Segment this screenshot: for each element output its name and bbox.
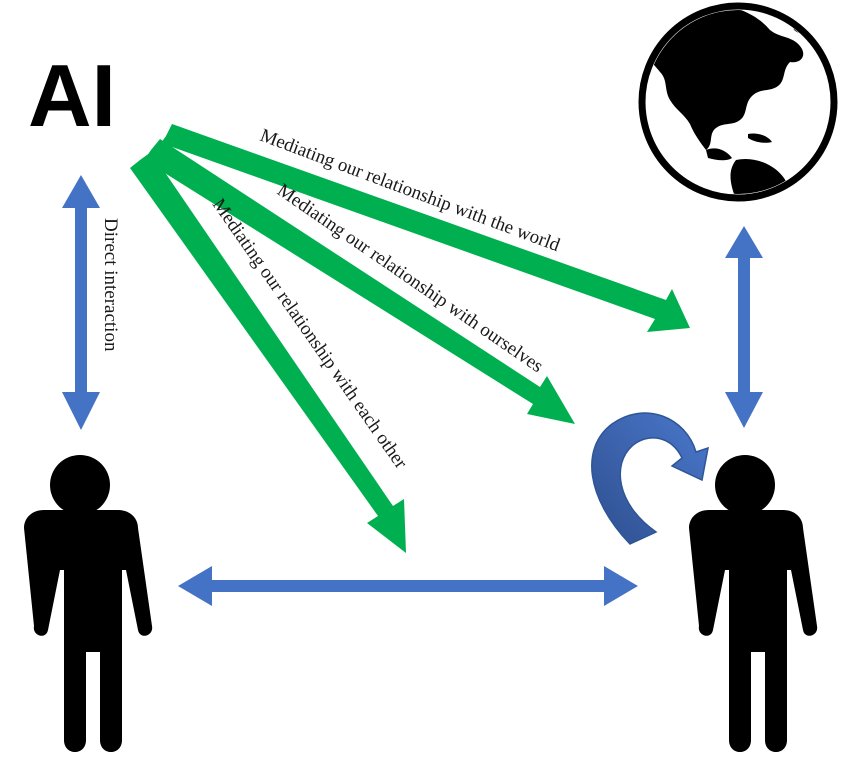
green-arrow-world [161, 124, 690, 332]
ai-label: AI [28, 46, 116, 145]
globe-icon [638, 2, 838, 202]
person-icon [24, 455, 153, 752]
person-icon [689, 455, 818, 752]
label-each-other: Mediating our relationship with each oth… [208, 195, 412, 473]
label-direct-interaction: Direct interaction [100, 218, 121, 352]
green-arrow-ourselves [144, 139, 575, 424]
world-person-arrow [725, 226, 763, 428]
green-arrow-each-other [130, 152, 406, 553]
direct-interaction-arrow [62, 175, 100, 430]
curved-self-arrow [591, 412, 709, 545]
person-person-arrow [178, 566, 638, 606]
